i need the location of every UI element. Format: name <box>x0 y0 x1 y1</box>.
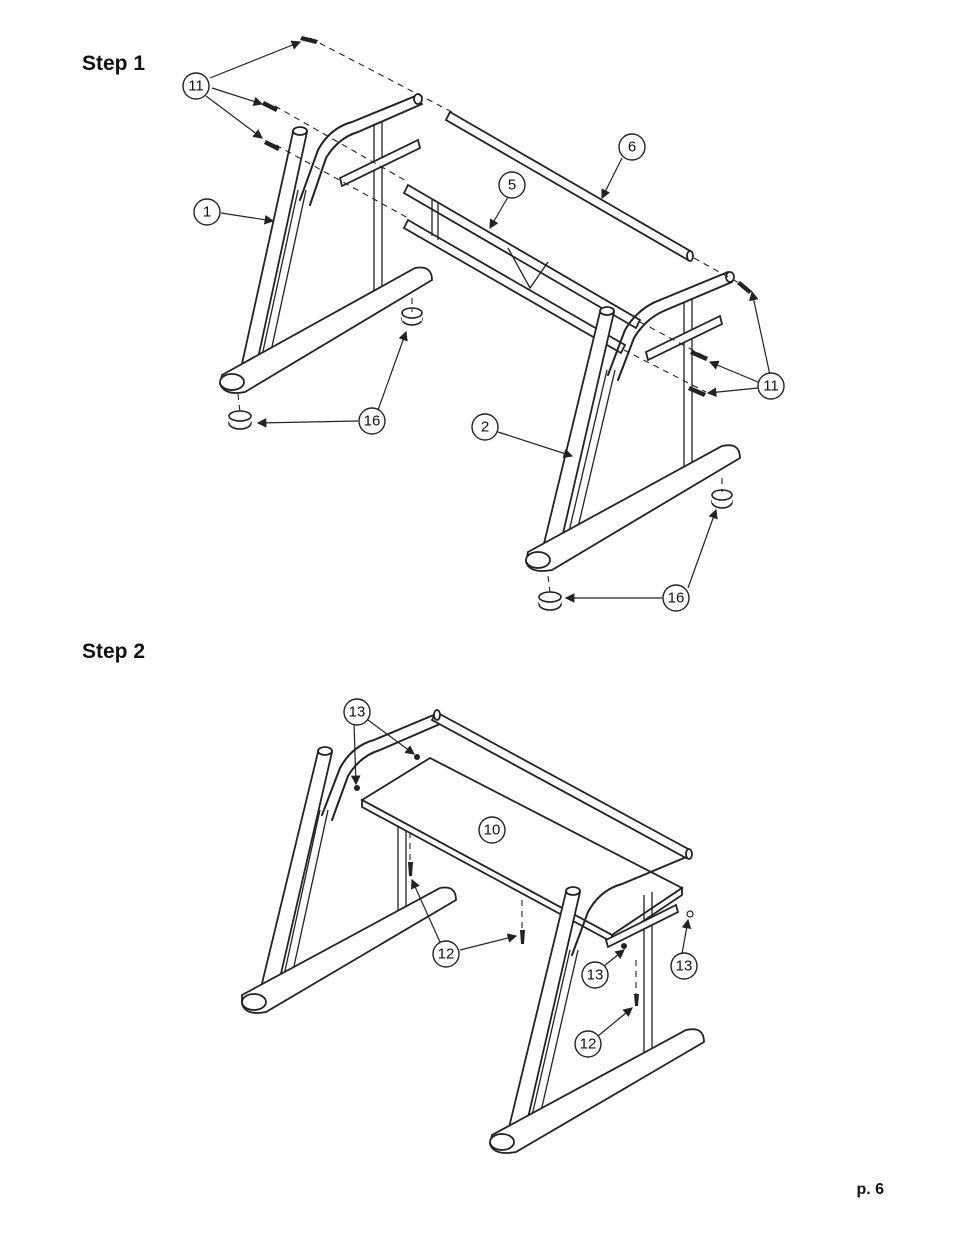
callout-16-right: 16 <box>663 585 689 611</box>
svg-text:2: 2 <box>481 419 489 436</box>
svg-text:12: 12 <box>580 1036 597 1053</box>
callout-13-middle: 13 <box>582 962 608 988</box>
callout-12-left: 12 <box>433 941 459 967</box>
svg-text:16: 16 <box>364 413 381 430</box>
svg-text:10: 10 <box>484 822 501 839</box>
svg-text:11: 11 <box>763 378 779 395</box>
svg-text:6: 6 <box>628 139 636 156</box>
step-1-illustration: 11 6 5 1 11 16 2 16 <box>183 36 784 611</box>
step-2-left-frame <box>242 714 456 1013</box>
svg-text:5: 5 <box>508 177 516 194</box>
callout-1: 1 <box>194 199 220 225</box>
page-number: p. 6 <box>856 1181 884 1199</box>
svg-text:13: 13 <box>587 967 604 984</box>
callout-13-right: 13 <box>671 953 697 979</box>
step-1-leader-lines <box>206 42 770 598</box>
callout-5: 5 <box>499 172 525 198</box>
callout-12-right: 12 <box>575 1031 601 1057</box>
callout-16-left: 16 <box>359 408 385 434</box>
svg-text:13: 13 <box>676 958 693 975</box>
callout-10: 10 <box>479 817 505 843</box>
svg-text:12: 12 <box>438 946 455 963</box>
callout-11-right: 11 <box>758 373 784 399</box>
svg-text:13: 13 <box>349 704 366 721</box>
callout-6: 6 <box>619 134 645 160</box>
svg-text:1: 1 <box>203 204 211 221</box>
callout-11-top: 11 <box>183 73 209 99</box>
svg-text:16: 16 <box>668 590 685 607</box>
svg-text:11: 11 <box>188 78 204 95</box>
callout-2: 2 <box>472 414 498 440</box>
step-2-illustration: 13 10 12 13 13 12 <box>242 699 704 1153</box>
callout-13-top: 13 <box>344 699 370 725</box>
